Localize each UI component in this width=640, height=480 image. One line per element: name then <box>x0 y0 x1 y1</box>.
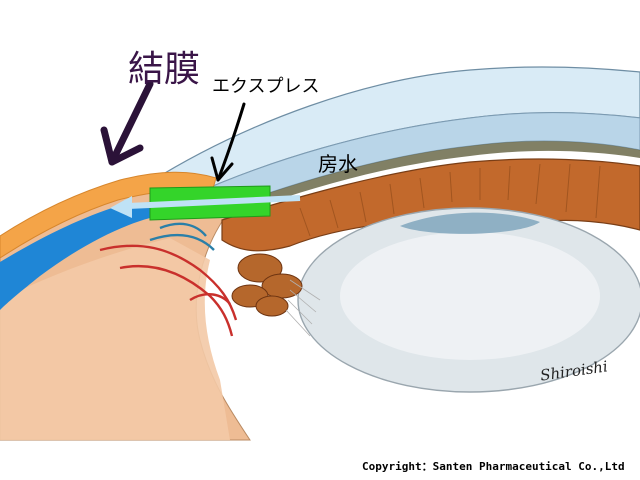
iris <box>221 158 640 252</box>
flow-arrow-icon <box>110 195 301 218</box>
conjunctiva-label: 結膜 <box>128 49 201 90</box>
arrow-to-conjunctiva-icon <box>100 80 154 166</box>
express-label: エクスプレス <box>212 76 320 97</box>
zonule-fibers <box>285 279 321 337</box>
lens-capsule <box>400 212 540 234</box>
sclera-layer-2 <box>0 238 230 440</box>
aqueous-humor-label: 房水 <box>318 152 358 176</box>
aqueous-bleb <box>0 202 150 310</box>
iris-texture <box>299 163 601 237</box>
arrow-to-express-icon <box>210 102 246 182</box>
lens-highlight <box>340 232 600 360</box>
ciliary-band <box>215 141 640 220</box>
copyright-text: Copyright：Santen Pharmaceutical Co.,Ltd <box>362 460 625 473</box>
ciliary-processes <box>231 253 303 317</box>
blood-vessels <box>99 222 238 337</box>
